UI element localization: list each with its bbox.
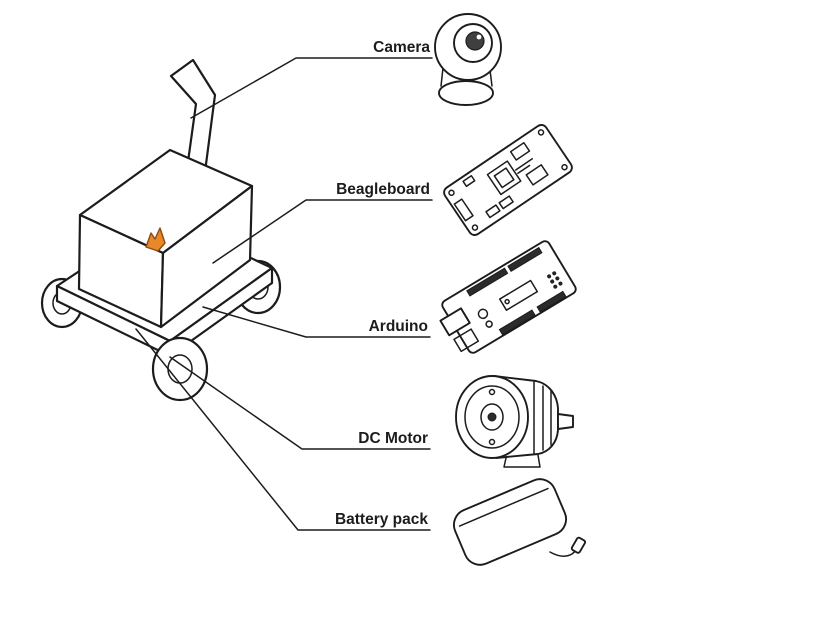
label-dc-motor: DC Motor <box>358 430 428 447</box>
robot-wheel-front <box>151 336 209 402</box>
battery-connector <box>570 536 587 554</box>
robot-illustration <box>40 58 282 402</box>
beagleboard-pcb-illustration <box>443 124 573 236</box>
callouts: Camera Beagleboard Arduino DC Motor Batt… <box>135 39 433 531</box>
pin-header <box>507 246 543 272</box>
pouch-seam <box>458 487 549 527</box>
beagleboard-leader-line <box>212 199 433 264</box>
motor-shaft <box>557 413 574 430</box>
orange-figure <box>145 227 166 252</box>
dc-motor-leader-line <box>169 356 431 450</box>
power-jack <box>453 328 480 353</box>
beagleboard-board <box>443 124 573 236</box>
arduino-pcb-illustration <box>439 240 577 354</box>
arduino-leader-line <box>202 306 431 338</box>
pin-header <box>536 290 567 313</box>
label-camera: Camera <box>373 39 430 56</box>
motor-foot <box>503 454 541 468</box>
label-beagleboard: Beagleboard <box>336 181 430 198</box>
webcam-base <box>438 80 494 106</box>
robot-box <box>77 148 254 329</box>
label-arduino: Arduino <box>369 318 428 335</box>
label-battery-pack: Battery pack <box>335 511 428 528</box>
battery-pack-leader-line <box>135 328 431 531</box>
electric-motor-illustration <box>455 375 574 468</box>
pin-header <box>466 267 509 297</box>
lens-highlight <box>476 34 482 40</box>
webcam-lens <box>465 31 485 51</box>
cpu-chip <box>486 160 522 196</box>
board-connector <box>453 198 474 222</box>
battery-pouch-illustration <box>452 478 587 566</box>
battery-pouch <box>452 478 568 566</box>
camera-leader-line <box>190 57 433 119</box>
webcam-illustration <box>434 13 502 106</box>
pin-header <box>498 309 536 336</box>
microcontroller-chip <box>498 279 539 311</box>
